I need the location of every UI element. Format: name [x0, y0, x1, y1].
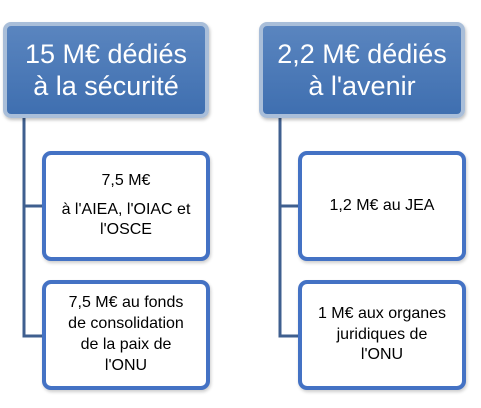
future-heading-box: 2,2 M€ dédiés à l'avenir	[259, 22, 465, 118]
aiea-text-line1: à l'AIEA, l'OIAC et	[61, 200, 191, 218]
left-connector-2	[22, 206, 44, 338]
jea-box: 1,2 M€ au JEA	[298, 151, 466, 261]
aiea-oiac-osce-box: 7,5 M€ à l'AIEA, l'OIAC et l'OSCE	[42, 151, 210, 261]
security-heading-text: 15 M€ dédiés à la sécurité	[24, 38, 188, 101]
peacebuilding-fund-text: 7,5 M€ au fonds de consolidation de la p…	[68, 294, 184, 374]
right-connector-1	[278, 114, 300, 208]
security-heading-box: 15 M€ dédiés à la sécurité	[3, 22, 209, 118]
aiea-amount: 7,5 M€	[101, 171, 151, 189]
peacebuilding-fund-box: 7,5 M€ au fonds de consolidation de la p…	[42, 280, 210, 390]
un-legal-bodies-box: 1 M€ aux organes juridiques de l'ONU	[298, 280, 466, 390]
un-legal-bodies-text: 1 M€ aux organes juridiques de l'ONU	[317, 304, 447, 364]
future-heading-text: 2,2 M€ dédiés à l'avenir	[277, 38, 447, 101]
aiea-text-line2: l'OSCE	[100, 221, 152, 239]
right-connector-2	[278, 206, 300, 338]
left-connector-1	[22, 114, 44, 208]
jea-text: 1,2 M€ au JEA	[329, 196, 435, 214]
